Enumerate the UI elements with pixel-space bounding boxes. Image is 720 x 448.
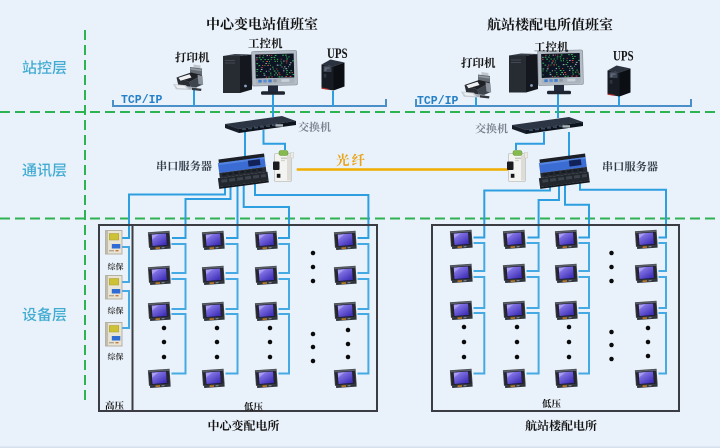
svg-text:TCP/IP: TCP/IP	[121, 94, 163, 107]
svg-text:UPS: UPS	[613, 48, 634, 64]
svg-text:UPS: UPS	[327, 46, 348, 62]
svg-text:TCP/IP: TCP/IP	[417, 95, 459, 108]
